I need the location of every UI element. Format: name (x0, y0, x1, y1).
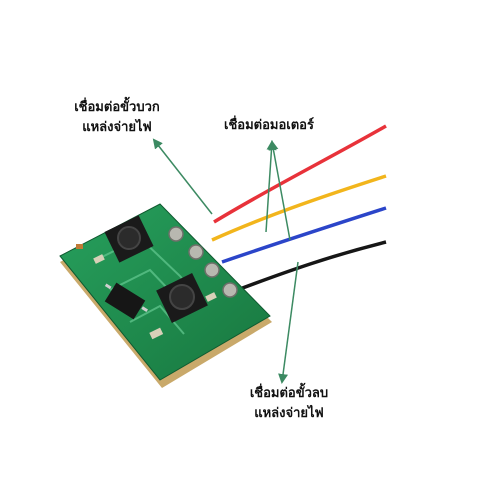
label-positive-line1: เชื่อมต่อขั้วบวก (74, 100, 160, 115)
blue-wire (221, 206, 387, 264)
pcb-board (59, 203, 272, 388)
pad-motor-b (204, 262, 220, 278)
label-negative-line2: แหล่งจ่ายไฟ (254, 406, 324, 421)
wire-group (211, 124, 387, 294)
pad-negative (222, 282, 238, 298)
red-wire (213, 124, 387, 224)
push-button-1 (104, 215, 154, 263)
push-button-2 (156, 273, 208, 323)
arrow-motor-right (268, 140, 291, 241)
arrow-negative (278, 261, 299, 384)
pad-motor-a (188, 244, 204, 260)
label-motor-connection: เชื่อมต่อมอเตอร์ (214, 116, 324, 136)
black-wire (231, 240, 387, 294)
arrow-positive (152, 138, 213, 215)
ic-chip (104, 282, 149, 320)
yellow-wire (211, 174, 387, 242)
annotation-arrows (152, 138, 299, 384)
arrow-motor-left (265, 140, 277, 233)
label-motor-line1: เชื่อมต่อมอเตอร์ (224, 118, 314, 133)
label-positive-line2: แหล่งจ่ายไฟ (82, 120, 152, 135)
label-negative-line1: เชื่อมต่อขั้วลบ (249, 386, 329, 401)
pad-positive (168, 226, 184, 242)
label-positive-terminal: เชื่อมต่อขั้วบวก แหล่งจ่ายไฟ (62, 98, 172, 138)
label-negative-terminal: เชื่อมต่อขั้วลบ แหล่งจ่ายไฟ (234, 384, 344, 424)
